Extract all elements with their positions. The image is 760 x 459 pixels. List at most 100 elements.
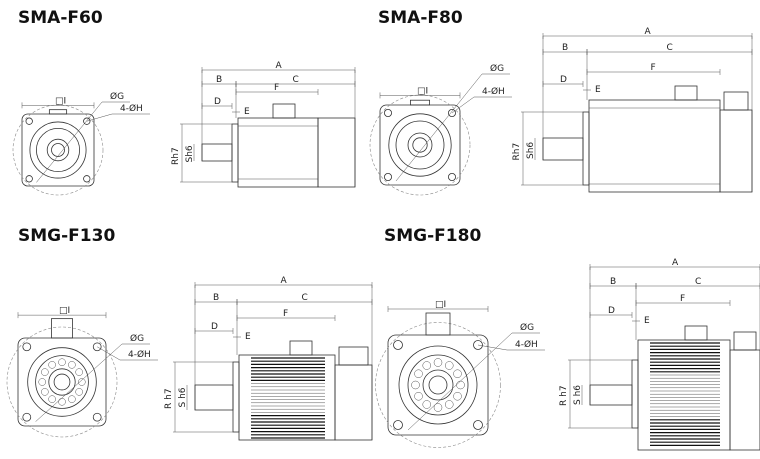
flange <box>232 361 240 433</box>
front-view: □I ØG 4-ØH <box>375 300 545 448</box>
rotor-slot <box>58 398 66 406</box>
shaft-circle <box>51 143 65 157</box>
rotor-slot <box>48 361 56 369</box>
dim-I-label: □I <box>435 300 446 310</box>
rotor-slot <box>41 368 49 376</box>
power-connector <box>684 325 708 341</box>
spigot-circle <box>395 120 445 170</box>
connector <box>51 318 73 339</box>
power-connector <box>289 340 313 356</box>
shaft <box>201 143 233 162</box>
model-title: SMG-F180 <box>384 226 481 246</box>
label-G: ØG <box>520 322 534 333</box>
power-connector <box>272 103 296 119</box>
dim-F-label: F <box>274 83 279 93</box>
rotor-slot <box>453 392 462 401</box>
housing-circle <box>29 121 87 179</box>
encoder-housing <box>334 364 373 441</box>
label-H: 4-ØH <box>515 339 538 350</box>
dim-S-label: S h6 <box>573 385 583 405</box>
dim-R-label: R h7 <box>559 385 569 406</box>
dim-D-label: D <box>211 322 218 332</box>
dim-F-label: F <box>651 63 656 73</box>
rotor-slot <box>78 378 86 386</box>
rotor-slot <box>422 400 431 409</box>
dim-I-label: □I <box>59 306 70 316</box>
label-G: ØG <box>490 63 504 74</box>
rotor-slot <box>68 361 76 369</box>
mounting-hole <box>25 117 33 125</box>
rotor-slot <box>456 380 465 390</box>
shaft-circle <box>428 375 448 395</box>
mounting-hole <box>22 412 32 422</box>
motor-body <box>237 117 319 188</box>
mounting-hole <box>83 117 91 125</box>
mounting-hole <box>25 175 33 183</box>
dim-D-label: D <box>214 97 221 107</box>
leader-G <box>395 73 483 182</box>
flange <box>231 123 239 183</box>
model-title: SMA-F80 <box>378 8 463 28</box>
rotor-slot <box>48 395 56 403</box>
encoder-connector <box>723 91 749 111</box>
bearing-circle <box>407 132 433 158</box>
connector <box>425 312 451 336</box>
encoder-connector <box>733 331 757 351</box>
shaft <box>194 384 234 411</box>
dim-C-label: C <box>695 277 701 287</box>
rotor-slot <box>75 388 83 396</box>
mounting-hole <box>383 109 392 118</box>
power-connector <box>674 85 698 101</box>
rotor-slot <box>414 369 423 378</box>
mounting-hole <box>473 340 483 350</box>
mounting-hole <box>22 342 32 352</box>
housing-circle <box>27 347 97 417</box>
dim-F-label: F <box>680 294 685 304</box>
dim-B-label: B <box>216 75 222 85</box>
leader-H <box>477 344 508 351</box>
dim-I-label: □I <box>55 96 66 106</box>
dim-A-label: A <box>645 27 652 37</box>
bearing-circle <box>48 368 76 396</box>
spigot-circle <box>35 355 89 409</box>
shaft <box>542 137 584 161</box>
pitch-circle <box>375 322 501 448</box>
mounting-hole <box>92 412 102 422</box>
leader-G <box>407 332 513 431</box>
rotor-slot <box>68 395 76 403</box>
dim-C-label: C <box>302 293 308 303</box>
mounting-hole <box>92 342 102 352</box>
rotor-slot <box>445 361 454 370</box>
dim-S-label: S h6 <box>178 387 188 407</box>
motor-body <box>588 99 721 193</box>
label-G: ØG <box>130 333 144 344</box>
model-title: SMA-F60 <box>18 8 103 28</box>
pitch-circle <box>12 104 104 196</box>
encoder-housing <box>729 349 760 451</box>
flange-outline <box>387 334 489 436</box>
model-title: SMG-F130 <box>18 226 115 246</box>
dim-A-label: A <box>276 61 283 71</box>
label-H: 4-ØH <box>482 86 505 97</box>
dim-C-label: C <box>667 43 673 53</box>
rotor-slot <box>445 400 454 409</box>
encoder-connector <box>338 346 369 366</box>
dim-D-label: D <box>608 306 615 316</box>
dim-B-label: B <box>562 43 568 53</box>
flange-outline <box>379 104 461 186</box>
bearing-circle <box>422 369 454 401</box>
rotor-slot <box>453 369 462 378</box>
rotor-slot <box>422 361 431 370</box>
dim-R-label: Rh7 <box>512 143 522 161</box>
mounting-hole <box>83 175 91 183</box>
dim-E-label: E <box>244 107 250 117</box>
